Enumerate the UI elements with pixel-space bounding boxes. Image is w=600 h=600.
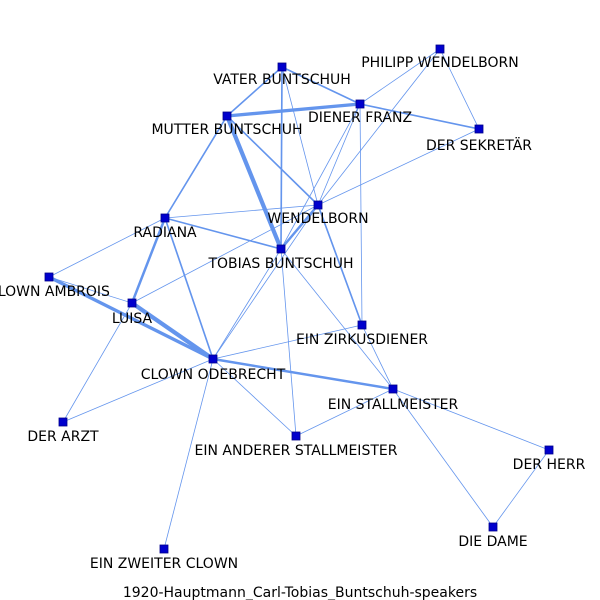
edge-vater-tobias [280, 66, 283, 250]
node-label-odebrecht: CLOWN ODEBRECHT [141, 367, 286, 383]
edge-odebrecht-stallmeister [211, 357, 395, 391]
edge-wendelborn-zirkus [317, 204, 363, 326]
node-label-zirkus: EIN ZIRKUSDIENER [296, 332, 428, 348]
edge-stallmeister-herr [392, 388, 550, 451]
node-label-arzt: DER ARZT [27, 429, 99, 445]
edge-mutter-diener [225, 102, 362, 118]
node-label-herr: DER HERR [513, 457, 586, 473]
edge-radiana-luisa [130, 216, 167, 305]
node-label-wendelborn: WENDELBORN [267, 211, 368, 227]
node-luisa[interactable] [127, 298, 137, 308]
edge-mutter-tobias [224, 113, 284, 252]
edge-wendelborn-odebrecht [212, 204, 319, 360]
edge-radiana-tobias [164, 217, 282, 250]
node-tobias[interactable] [276, 244, 286, 254]
node-label-philipp: PHILIPP WENDELBORN [361, 55, 519, 71]
node-label-diener: DIENER FRANZ [308, 110, 412, 126]
node-zweiter[interactable] [159, 544, 169, 554]
edge-layer [47, 48, 550, 550]
edge-philipp-diener [359, 48, 441, 105]
edge-vater-diener [281, 66, 361, 105]
edge-mutter-radiana [164, 115, 228, 219]
node-radiana[interactable] [160, 213, 170, 223]
edge-radiana-ambrois [48, 217, 166, 278]
edge-odebrecht-zweiter [163, 358, 214, 550]
node-label-ambrois: CLOWN AMBROIS [0, 284, 110, 300]
edge-tobias-odebrecht [212, 248, 282, 360]
node-layer [44, 44, 554, 554]
edge-stallmeister-anderer [295, 388, 394, 437]
edge-diener-zirkus [359, 103, 363, 326]
node-diener[interactable] [355, 99, 365, 109]
edge-vater-wendelborn [281, 66, 319, 206]
node-label-dame: DIE DAME [458, 534, 527, 550]
edge-wendelborn-luisa [131, 204, 319, 304]
edge-tobias-stallmeister [280, 248, 394, 390]
edge-wendelborn-radiana [164, 204, 319, 219]
node-label-zweiter: EIN ZWEITER CLOWN [90, 556, 238, 572]
edge-philipp-wendelborn [317, 48, 441, 206]
edge-tobias-anderer [280, 248, 297, 437]
edge-diener-sekretaer [359, 103, 480, 130]
node-herr[interactable] [544, 445, 554, 455]
node-arzt[interactable] [58, 417, 68, 427]
edge-wendelborn-tobias [279, 203, 320, 251]
node-wendelborn[interactable] [313, 200, 323, 210]
node-label-vater: VATER BUNTSCHUH [213, 72, 351, 88]
edge-ambrois-luisa [48, 276, 133, 304]
node-label-stallmeister: EIN STALLMEISTER [328, 397, 459, 413]
node-mutter[interactable] [222, 111, 232, 121]
node-label-tobias: TOBIAS BUNTSCHUH [207, 256, 353, 272]
node-sekretaer[interactable] [474, 124, 484, 134]
diagram-caption: 1920-Hauptmann_Carl-Tobias_Buntschuh-spe… [123, 585, 477, 600]
edge-diener-wendelborn [317, 103, 361, 206]
edge-luisa-odebrecht [129, 300, 216, 362]
node-philipp[interactable] [435, 44, 445, 54]
node-label-luisa: LUISA [112, 311, 153, 327]
edge-herr-dame [492, 449, 550, 528]
edge-diener-tobias [280, 103, 361, 250]
edge-sekretaer-wendelborn [317, 128, 480, 206]
edge-stallmeister-dame [392, 388, 494, 528]
node-label-radiana: RADIANA [133, 225, 197, 241]
node-dame[interactable] [488, 522, 498, 532]
edge-zirkus-stallmeister [361, 324, 394, 390]
node-vater[interactable] [277, 62, 287, 72]
edge-luisa-arzt [62, 302, 133, 423]
edge-philipp-sekretaer [439, 48, 480, 130]
edge-zirkus-odebrecht [212, 324, 363, 360]
node-label-anderer: EIN ANDERER STALLMEISTER [195, 443, 398, 459]
node-label-mutter: MUTTER BUNTSCHUH [151, 122, 302, 138]
edge-mutter-wendelborn [226, 115, 319, 206]
node-odebrecht[interactable] [208, 354, 218, 364]
node-label-sekretaer: DER SEKRETÄR [426, 136, 532, 154]
node-zirkus[interactable] [357, 320, 367, 330]
edge-odebrecht-arzt [62, 358, 214, 423]
label-layer: VATER BUNTSCHUH PHILIPP WENDELBORN DIENER … [0, 55, 586, 572]
edge-radiana-odebrecht [164, 217, 214, 360]
node-stallmeister[interactable] [388, 384, 398, 394]
node-ambrois[interactable] [44, 272, 54, 282]
node-anderer[interactable] [291, 431, 301, 441]
edge-ambrois-odebrecht [47, 275, 215, 361]
edge-vater-mutter [226, 66, 283, 117]
edge-odebrecht-anderer [212, 358, 297, 437]
